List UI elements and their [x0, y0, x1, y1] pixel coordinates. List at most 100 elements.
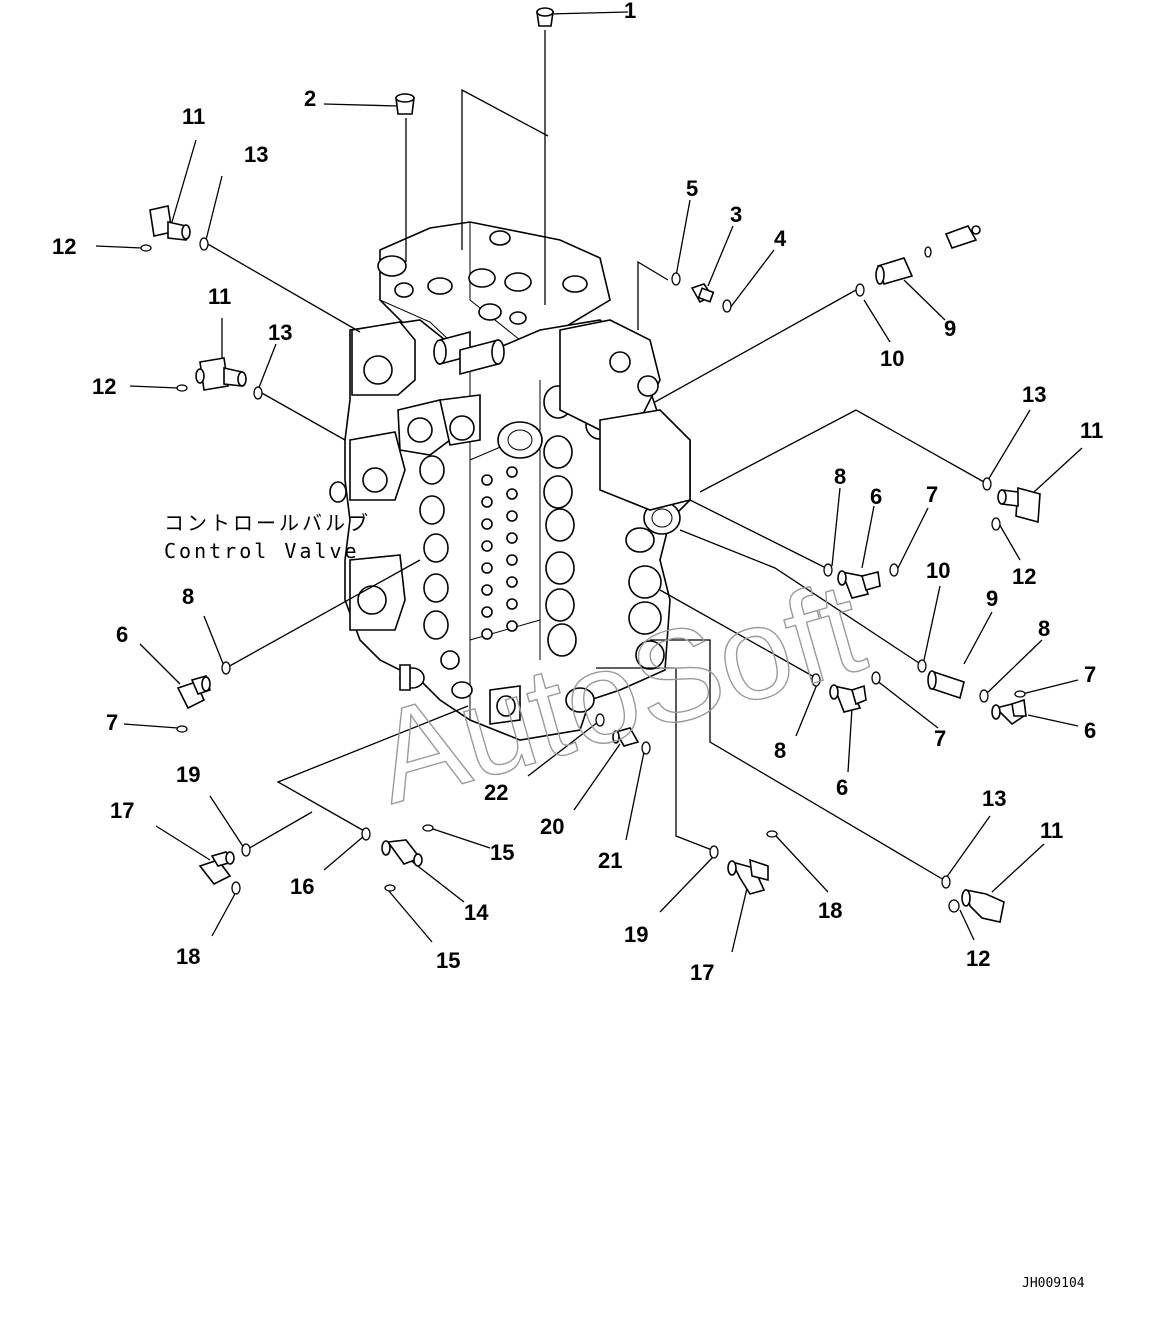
- callout-20: 20: [540, 814, 564, 839]
- callout-6-mid: 6: [836, 775, 848, 800]
- callout-4: 4: [774, 226, 787, 251]
- part-8-o-ring-icon-l: [221, 661, 231, 675]
- part-6-elbow-icon-far: [991, 698, 1027, 726]
- left-spool-caps: [329, 455, 473, 699]
- callout-19-l: 19: [176, 762, 200, 787]
- leader-lines: [95, 11, 1083, 953]
- part-10-o-ring-icon-lr: [917, 659, 927, 673]
- callout-9-lr: 9: [986, 586, 998, 611]
- callout-6-l: 6: [116, 622, 128, 647]
- nipple-icon: [924, 225, 981, 258]
- part-6-elbow-icon-mid: [829, 684, 867, 713]
- part-22-o-ring-icon: [595, 713, 605, 727]
- part-11-elbow-icon-ul: [149, 205, 191, 241]
- part-15-o-ring-icon-a: [422, 824, 434, 832]
- callout-9-top: 9: [944, 316, 956, 341]
- part-17-elbow-icon-c: [727, 858, 769, 895]
- part-7-o-ring-icon-mid: [871, 671, 881, 685]
- callout-15-a: 15: [490, 840, 514, 865]
- callout-12-ul: 12: [52, 234, 76, 259]
- callout-2: 2: [304, 86, 316, 111]
- part-12-o-ring-icon-ml: [176, 384, 188, 392]
- callout-15-b: 15: [436, 948, 460, 973]
- callout-5: 5: [686, 176, 698, 201]
- part-19-o-ring-icon-c: [709, 845, 719, 859]
- part-5-o-ring-icon: [671, 272, 681, 286]
- part-10-o-ring-icon: [855, 283, 865, 297]
- callout-10-lr: 10: [926, 558, 950, 583]
- callout-13-ml: 13: [268, 320, 292, 345]
- callout-17-l: 17: [110, 798, 134, 823]
- callout-7-l: 7: [106, 710, 118, 735]
- callout-12-ru: 12: [1012, 564, 1036, 589]
- callout-21: 21: [598, 848, 622, 873]
- callout-11-ml: 11: [208, 284, 231, 309]
- part-2-plug-icon: [395, 93, 415, 115]
- part-15-o-ring-icon-b: [384, 884, 396, 892]
- part-17-elbow-icon-l: [198, 851, 235, 886]
- part-6-elbow-icon-ru: [837, 570, 881, 599]
- part-11-elbow-icon-ru: [997, 486, 1041, 524]
- callout-8-far: 8: [1038, 616, 1050, 641]
- part-8-o-ring-icon-mid: [811, 673, 821, 687]
- part-9-check-valve-icon-lr: [927, 670, 965, 700]
- callout-6-far: 6: [1084, 718, 1096, 743]
- part-11-elbow-icon-br: [961, 888, 1005, 923]
- part-6-elbow-icon-l: [176, 675, 211, 710]
- part-12-o-ring-icon-ru: [991, 517, 1001, 531]
- part-7-o-ring-icon-far: [1014, 690, 1026, 698]
- body-label-jp: コントロールバルブ: [164, 511, 371, 535]
- callout-22: 22: [484, 780, 508, 805]
- fittings: [140, 7, 1041, 923]
- part-8-o-ring-icon-far: [979, 689, 989, 703]
- part-18-o-ring-icon-c: [766, 830, 778, 838]
- callout-11-ul: 11: [182, 104, 205, 129]
- spine-ports: [481, 466, 518, 640]
- callout-12-br: 12: [966, 946, 990, 971]
- callout-12-ml: 12: [92, 374, 116, 399]
- part-9-check-valve-icon: [875, 257, 914, 285]
- part-1-plug-icon: [536, 7, 554, 27]
- callout-7-far: 7: [1084, 662, 1096, 687]
- callout-18-c: 18: [818, 898, 842, 923]
- callout-17-c: 17: [690, 960, 714, 985]
- part-7-o-ring-icon-l: [176, 725, 188, 733]
- callout-13-ul: 13: [244, 142, 268, 167]
- callout-7-mid: 7: [934, 726, 946, 751]
- part-3-connector-icon: [690, 283, 715, 304]
- callout-1: 1: [624, 0, 636, 23]
- callout-8-l: 8: [182, 584, 194, 609]
- callout-16: 16: [290, 874, 314, 899]
- part-12-o-ring-icon-br: [948, 899, 960, 913]
- callout-7-ru: 7: [926, 482, 938, 507]
- part-20-plug-icon: [612, 727, 640, 747]
- part-7-o-ring-icon-ru: [889, 563, 899, 577]
- callout-13-ru: 13: [1022, 382, 1046, 407]
- part-21-o-ring-icon: [641, 741, 651, 755]
- control-valve-body: [329, 221, 691, 741]
- part-14-connector-icon: [381, 839, 423, 867]
- drawing-number: JH009104: [1022, 1276, 1085, 1291]
- callout-10-top: 10: [880, 346, 904, 371]
- part-13-o-ring-icon-ul: [199, 237, 209, 251]
- callout-11-br: 11: [1040, 818, 1063, 843]
- callout-19-c: 19: [624, 922, 648, 947]
- callout-13-br: 13: [982, 786, 1006, 811]
- part-13-o-ring-icon-br: [941, 875, 951, 889]
- part-13-o-ring-icon-ru: [982, 477, 992, 491]
- part-11-elbow-icon-ml: [195, 357, 247, 391]
- callout-6-ru: 6: [870, 484, 882, 509]
- callout-numbers: 1 2 3 4 5 6 6 6 6 7 7 7 7 8 8 8 8 9 9 10…: [52, 0, 1103, 985]
- body-label-en: Control Valve: [164, 539, 360, 563]
- callout-18-l: 18: [176, 944, 200, 969]
- callout-8-ru: 8: [834, 464, 846, 489]
- part-8-o-ring-icon-ru: [823, 563, 833, 577]
- callout-3: 3: [730, 202, 742, 227]
- part-12-o-ring-icon-ul: [140, 244, 152, 252]
- part-13-o-ring-icon-ml: [253, 386, 263, 400]
- callout-8-mid: 8: [774, 738, 786, 763]
- part-16-o-ring-icon: [361, 827, 371, 841]
- part-18-o-ring-icon-l: [231, 881, 241, 895]
